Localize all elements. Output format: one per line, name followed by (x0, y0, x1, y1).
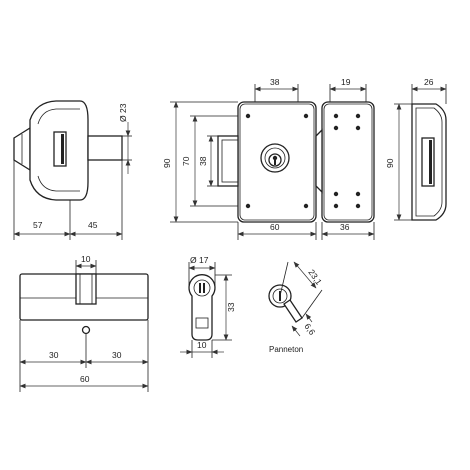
dim-back-width: 36 (340, 222, 350, 232)
dim-profile-diameter: Ø 17 (190, 255, 209, 265)
side-view: 57 45 Ø 23 (13, 100, 132, 240)
dim-cyl-total: 60 (80, 374, 90, 384)
dim-front-height: 90 (162, 158, 172, 168)
panneton-view: 23,1 6,6 Panneton (268, 261, 324, 354)
dim-end-height: 90 (385, 158, 395, 168)
dim-cyl-cam: 10 (81, 254, 91, 264)
dim-cam-radius: 23,1 (306, 267, 324, 287)
dim-front-width: 60 (270, 222, 280, 232)
dim-end-top: 26 (424, 77, 434, 87)
dim-cyl-right: 30 (112, 350, 122, 360)
cylinder-profile-view: Ø 17 33 10 (180, 255, 236, 358)
dim-front-top: 38 (270, 77, 280, 87)
panneton-caption: Panneton (269, 345, 303, 354)
dim-back-top: 19 (341, 77, 351, 87)
cylinder-view: 10 30 30 60 (19, 254, 149, 392)
dim-profile-width: 10 (197, 340, 207, 350)
dim-profile-height: 33 (226, 302, 236, 312)
dim-cam-width: 6,6 (302, 321, 317, 337)
dim-side-left: 57 (33, 220, 43, 230)
front-view: 38 19 90 70 38 60 36 (162, 77, 375, 240)
dim-side-diameter: Ø 23 (118, 103, 128, 122)
dim-front-cyl: 38 (198, 156, 208, 166)
dim-side-right: 45 (88, 220, 98, 230)
end-view: 26 90 (385, 77, 447, 221)
dim-cyl-left: 30 (49, 350, 59, 360)
dim-front-inner: 70 (181, 156, 191, 166)
